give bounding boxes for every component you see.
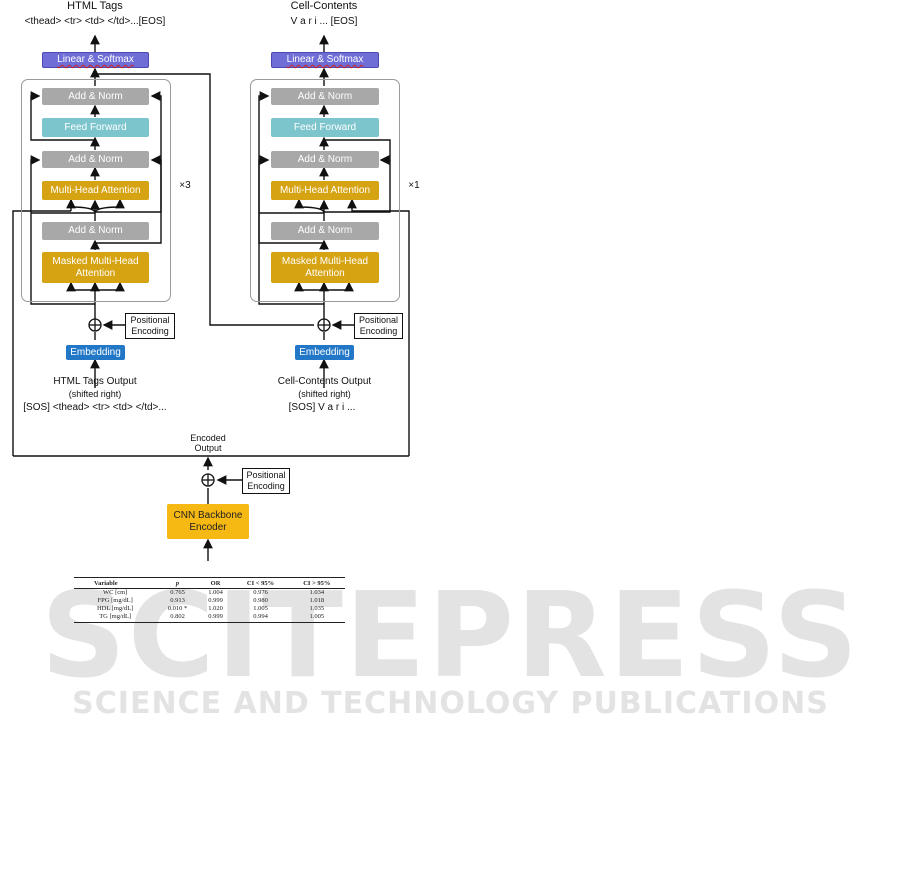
left-linear-softmax-block: Linear & Softmax — [42, 52, 149, 68]
table-cell: 0.802 — [156, 613, 199, 623]
left-multi-head-attention: Multi-Head Attention — [42, 181, 149, 200]
right-input-sequence: [SOS] V a r i ... — [288, 402, 356, 413]
right-multi-head-attention: Multi-Head Attention — [271, 181, 379, 200]
right-linear-softmax-block: Linear & Softmax — [271, 52, 379, 68]
table-cell: 1.004 — [208, 589, 223, 596]
right-pe-line1: Positional — [358, 315, 399, 325]
left-masked-line2: Attention — [75, 267, 116, 279]
table-cell: 1.018 — [309, 597, 325, 604]
table-header: p — [156, 577, 199, 589]
right-masked-line1: Masked Multi-Head — [281, 255, 369, 267]
table-row: WC [cm] 0.765 1.004 0.976 1.034 — [74, 589, 345, 598]
table-cell: 0.913 — [170, 597, 185, 604]
right-masked-attention: Masked Multi-Head Attention — [271, 252, 379, 283]
encoded-output-line2: Output — [194, 443, 222, 453]
encoder-pe-line1: Positional — [246, 470, 286, 480]
left-embedding: Embedding — [66, 345, 125, 360]
encoded-output-line1: Encoded — [190, 433, 226, 443]
table-cell: HDL [mg/dL] — [96, 605, 134, 612]
table-row: FPG [mg/dL] 0.913 0.999 0.980 1.018 — [74, 597, 345, 605]
right-add-norm-mid: Add & Norm — [271, 151, 379, 168]
right-positional-encoding-box: Positional Encoding — [354, 313, 403, 339]
table-cell: FPG [mg/dL] — [97, 597, 133, 604]
table-cell: 0.765 — [170, 589, 185, 596]
right-decoder-stack — [250, 79, 400, 302]
encoder-positional-encoding-box: Positional Encoding — [242, 468, 290, 494]
right-add-norm-top: Add & Norm — [271, 88, 379, 105]
left-feed-forward: Feed Forward — [42, 118, 149, 137]
table-header: CI > 95% — [288, 577, 345, 589]
table-cell: 0.999 — [198, 613, 233, 623]
table-cell: 1.005 — [288, 613, 345, 623]
watermark-tagline: SCIENCE AND TECHNOLOGY PUBLICATIONS — [72, 686, 829, 721]
table-cell: 0.999 — [208, 597, 223, 604]
left-repeat-count: ×3 — [179, 180, 191, 191]
right-input-subtitle: (shifted right) — [298, 389, 351, 399]
right-feed-forward: Feed Forward — [271, 118, 379, 137]
cnn-line1: CNN Backbone — [173, 509, 243, 521]
left-input-subtitle: (shifted right) — [68, 389, 122, 399]
table-header-row: Variable p OR CI < 95% CI > 95% — [74, 577, 345, 589]
table-cell: 1.005 — [253, 605, 268, 612]
left-pe-line2: Encoding — [131, 326, 169, 336]
table-header: Variable — [74, 577, 157, 589]
right-pe-line2: Encoding — [359, 326, 398, 336]
left-input-sequence: [SOS] <thead> <tr> <td> </td>... — [23, 402, 167, 413]
table-header: CI < 95% — [232, 577, 289, 589]
left-decoder-stack — [21, 79, 171, 302]
table-cell: 1.034 — [309, 589, 325, 596]
right-add-norm-bottom: Add & Norm — [271, 222, 379, 240]
encoder-pe-line2: Encoding — [247, 481, 285, 491]
table-cell: 0.994 — [232, 613, 289, 623]
table-cell: 0.010 * — [167, 605, 188, 612]
table-row: HDL [mg/dL] 0.010 * 1.020 1.005 1.035 — [74, 605, 345, 613]
cnn-line2: Encoder — [189, 521, 227, 533]
left-add-norm-mid: Add & Norm — [42, 151, 149, 168]
left-pe-line1: Positional — [130, 315, 170, 325]
left-masked-line1: Masked Multi-Head — [52, 255, 139, 267]
table-cell: WC [cm] — [102, 589, 128, 596]
cnn-backbone-encoder: CNN Backbone Encoder — [167, 504, 249, 539]
left-add-norm-top: Add & Norm — [42, 88, 149, 105]
left-positional-encoding-box: Positional Encoding — [125, 313, 175, 339]
input-table-image: Variable p OR CI < 95% CI > 95% WC [cm] … — [74, 577, 345, 623]
right-input-title: Cell-Contents Output — [277, 376, 372, 387]
table-cell: TG [mg/dL] — [74, 613, 157, 623]
table-row: TG [mg/dL] 0.802 0.999 0.994 1.005 — [74, 613, 345, 623]
right-embedding: Embedding — [295, 345, 354, 360]
left-add-norm-bottom: Add & Norm — [42, 222, 149, 240]
right-output-sequence: V a r i ... [EOS] — [290, 16, 358, 27]
left-output-sequence: <thead> <tr> <td> </td>...[EOS] — [24, 16, 166, 27]
right-output-title: Cell-Contents — [290, 0, 358, 12]
left-linear-softmax-label: Linear & Softmax — [57, 54, 134, 65]
right-masked-line2: Attention — [305, 267, 345, 279]
left-input-title: HTML Tags Output — [53, 376, 137, 387]
table-header: OR — [198, 577, 233, 589]
left-output-title: HTML Tags — [67, 0, 123, 12]
right-linear-softmax-label: Linear & Softmax — [286, 54, 364, 65]
left-masked-attention: Masked Multi-Head Attention — [42, 252, 149, 283]
watermark-brand: SCITEPRESS — [40, 566, 861, 704]
table-cell: 0.976 — [253, 589, 268, 596]
table-cell: 0.980 — [253, 597, 268, 604]
table-cell: 1.020 — [208, 605, 223, 612]
table-cell: 1.035 — [309, 605, 325, 612]
right-repeat-count: ×1 — [408, 180, 420, 191]
